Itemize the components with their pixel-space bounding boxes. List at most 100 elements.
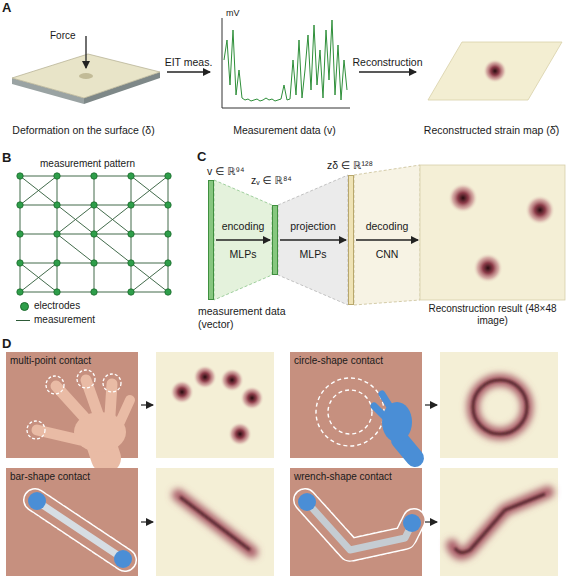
panel-letter: D	[2, 336, 11, 352]
measurement-plot-part	[224, 20, 347, 101]
measurement-grid-part-part	[17, 173, 23, 179]
network-regions-part	[354, 165, 420, 305]
arrow-label: decoding CNN	[366, 212, 409, 268]
legend-text: measurement	[34, 314, 95, 326]
node-text: wrench-shape contact	[294, 471, 392, 483]
measurement-grid-part-part	[128, 289, 134, 295]
vector-bar: zδ ∈ ℝ¹²⁸	[348, 175, 354, 305]
network-regions	[214, 165, 420, 305]
vector-bar: v ∈ ℝ⁹⁴measurement data (vector)	[208, 180, 214, 300]
measurement-grid-part-part	[54, 231, 60, 237]
panel-arrows-part	[141, 404, 153, 405]
node-text: v ∈ ℝ⁹⁴	[207, 165, 245, 178]
measurement-grid-part	[17, 173, 171, 295]
photo-panel: wrench-shape contact	[290, 468, 422, 576]
measurement-grid-part-part	[128, 231, 134, 237]
flow-arrow	[167, 71, 210, 72]
sensor-sheet	[12, 36, 160, 104]
recon-circle	[440, 352, 558, 458]
recon-multi-point-part	[193, 365, 217, 389]
recon-circle-part	[440, 352, 558, 458]
measurement-grid-part-part	[91, 260, 97, 266]
result-image: Reconstruction result (48×48 image)	[420, 165, 565, 300]
photo-circle-part	[290, 352, 422, 458]
vector-bar: zᵥ ∈ ℝ⁸⁴	[272, 205, 278, 275]
measurement-grid-part-part	[17, 231, 23, 237]
measurement-grid-part-part	[165, 289, 171, 295]
panel-letter: B	[2, 150, 11, 166]
measurement-grid-part-part	[128, 202, 134, 208]
measurement-grid	[17, 173, 171, 295]
reconstruction-image-part	[420, 165, 565, 300]
photo-multi-point-part-part	[27, 421, 45, 439]
node-text: zᵥ ∈ ℝ⁸⁴	[251, 174, 292, 187]
photo-wrench-part	[290, 468, 422, 576]
panel-item: Measurement data (v)	[212, 12, 357, 147]
photo-panel: bar-shape contact	[6, 468, 138, 576]
photo-circle-part	[316, 378, 384, 446]
node-text: Measurement data (v)	[212, 124, 357, 137]
photo-bar-part	[114, 550, 132, 568]
strain-map-part	[428, 42, 562, 100]
photo-wrench-part	[305, 500, 414, 550]
photo-multi-point-part-part	[103, 374, 121, 392]
photo-wrench	[290, 468, 422, 576]
photo-circle-part	[382, 402, 412, 442]
recon-multi-point-part	[156, 352, 274, 458]
photo-panel: circle-shape contact	[290, 352, 422, 458]
photo-wrench-part	[305, 500, 414, 550]
legend-line	[16, 320, 30, 321]
flow-arrow	[216, 239, 270, 240]
photo-multi-point-part	[6, 352, 138, 458]
recon-bar-part	[178, 495, 252, 552]
panel-arrows-part	[425, 404, 437, 405]
photo-multi-point	[6, 352, 138, 458]
photo-multi-point-part-part	[120, 400, 130, 422]
network-regions-part	[214, 180, 272, 300]
measurement-grid-part-part	[91, 202, 97, 208]
photo-panel: multi-point contact	[6, 352, 138, 458]
recon-circle-part	[473, 380, 527, 434]
strain-map-part	[483, 59, 507, 83]
recon-wrench-part	[455, 494, 545, 553]
reconstruction-image-part	[448, 183, 478, 213]
node-text: measurement data (vector)	[198, 305, 286, 330]
measurement-grid-part-part	[54, 289, 60, 295]
measurement-grid-part-part	[128, 173, 134, 179]
recon-wrench	[440, 468, 558, 576]
photo-bar-part	[35, 500, 125, 560]
node-text: multi-point contact	[10, 355, 91, 367]
recon-wrench-part	[440, 468, 558, 576]
axis-unit: mV	[226, 8, 240, 19]
node-text: zδ ∈ ℝ¹²⁸	[327, 159, 373, 172]
photo-bar-part	[28, 492, 46, 510]
recon-wrench-part	[452, 492, 548, 554]
legend-text: electrodes	[34, 300, 80, 312]
measurement-grid-part-part	[54, 202, 60, 208]
legend-swatch	[20, 302, 29, 311]
measurement-grid-part-part	[91, 231, 97, 237]
panel-letter: A	[2, 0, 11, 16]
arrow-label: encoding MLPs	[222, 212, 265, 268]
recon-bar-part	[156, 468, 274, 576]
photo-circle-part	[400, 440, 415, 458]
node-text: Reconstruction result (48×48 image)	[420, 303, 565, 327]
network-regions-part	[278, 175, 348, 305]
measurement-grid-part-part	[91, 173, 97, 179]
panel-arrows-part	[141, 521, 153, 522]
measurement-grid-part-part	[17, 202, 23, 208]
flow-arrow	[356, 239, 418, 240]
photo-multi-point-part-part	[110, 384, 112, 415]
strain-map	[428, 42, 562, 100]
photo-circle-part-part	[328, 390, 372, 434]
reconstruction-image	[420, 165, 565, 300]
recon-multi-point-part	[240, 386, 264, 410]
measurement-grid-part-part	[165, 202, 171, 208]
photo-circle-part-part	[316, 378, 384, 446]
measurement-grid-part-part	[54, 260, 60, 266]
reconstruction-image-part	[473, 253, 503, 283]
node-text: circle-shape contact	[294, 355, 383, 367]
